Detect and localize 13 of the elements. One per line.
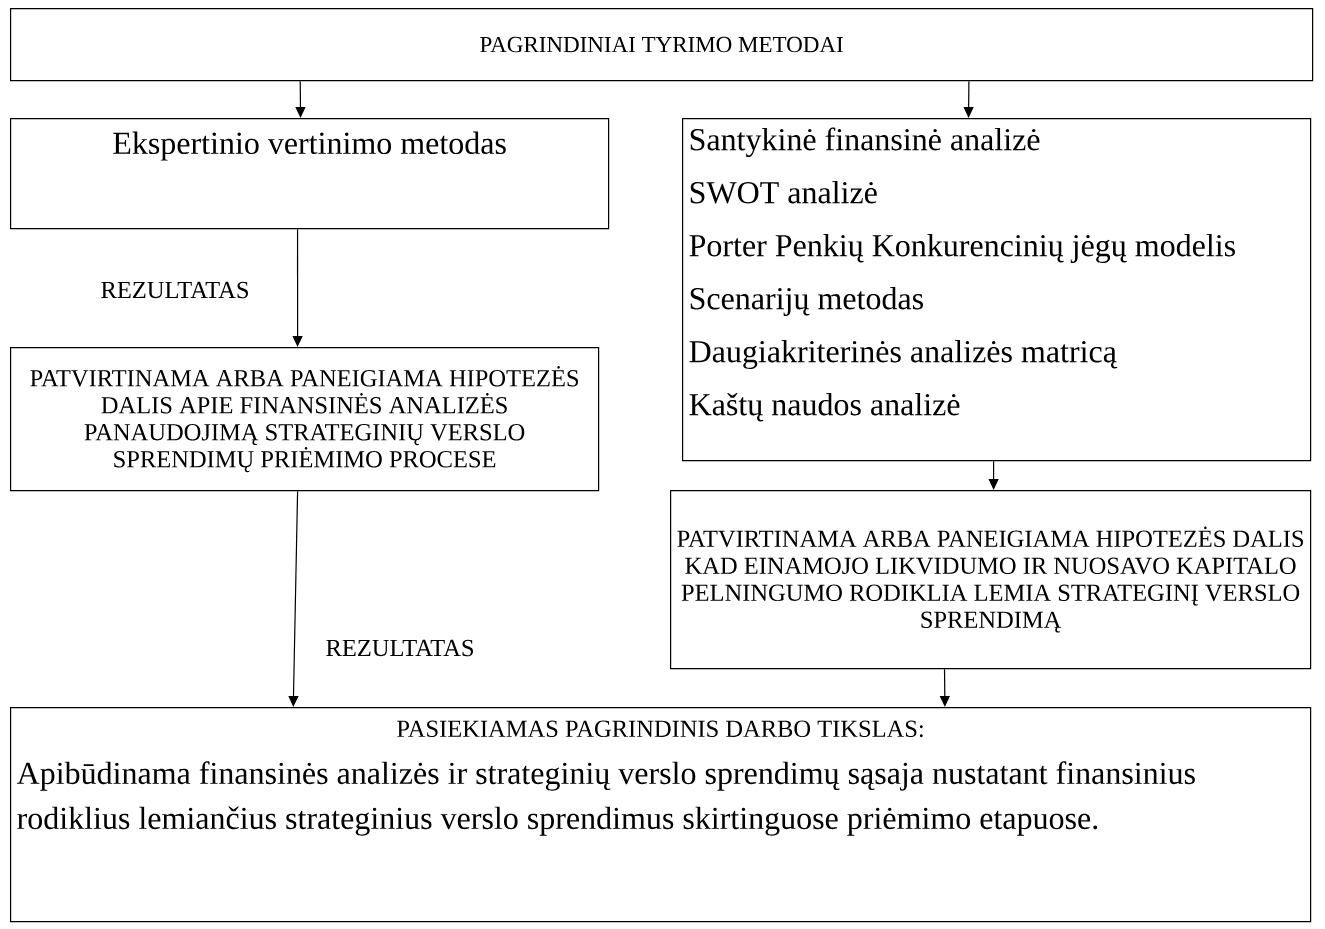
arrow — [988, 460, 999, 490]
edge-label: REZULTATAS — [324, 638, 476, 658]
arrow — [292, 228, 303, 347]
process-box: PATVIRTINAMA ARBA PANEIGIAMA HIPOTEZĖS DALIS KAD EINAMOJO LIKVIDUMO IR NUOSAVO KAPITALO PELNINGUMO RODIKLIA LEMIA STRATEGINĮ VERSLO SPRENDIMĄ — [670, 490, 1312, 670]
arrow — [963, 80, 974, 118]
process-box: PAGRINDINIAI TYRIMO METODAI — [10, 8, 1314, 82]
process-box: PATVIRTINAMA ARBA PANEIGIAMA HIPOTEZĖS DALIS APIE FINANSINĖS ANALIZĖS PANAUDOJIMĄ STRATEGINIŲ VERSLO SPRENDIMŲ PRIĖMIMO PROCESE — [10, 347, 600, 492]
process-box: PASIEKIAMAS PAGRINDINIS DARBO TIKSLAS: Apibūdinama finansinės analizės ir strateginių verslo sprendimų sąsaja nustatant finansinius rodiklius lemiančius strateginius verslo sprendimus skirtinguose priėmimo etapuose. — [10, 707, 1312, 923]
process-box: Santykinė finansinė analizė SWOT analizė Porter Penkių Konkurencinių jėgų modelis Scenarijų metodas Daugiakriterinės analizės matricą Kaštų naudos analizė — [682, 118, 1312, 462]
arrow — [295, 80, 306, 118]
edge-label: REZULTATAS — [99, 280, 251, 300]
arrow — [288, 490, 299, 707]
process-box: Ekspertinio vertinimo metodas — [10, 118, 610, 230]
